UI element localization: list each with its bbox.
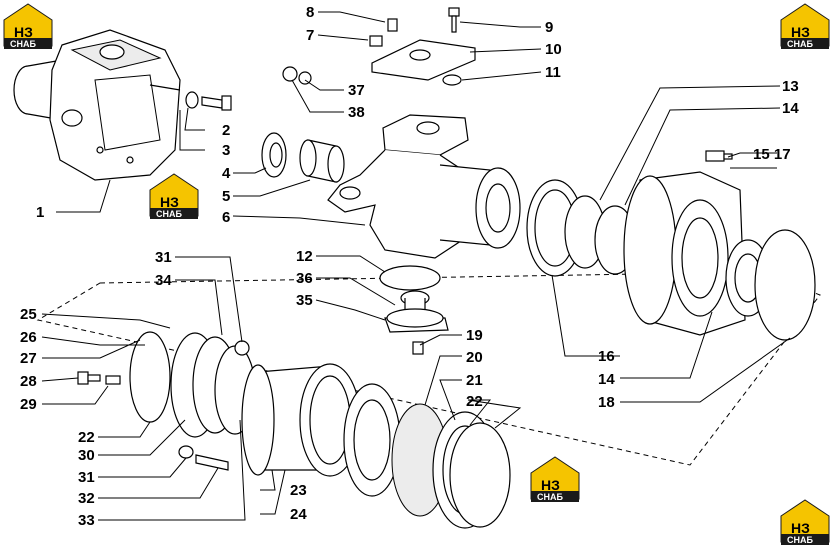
ring-37 [298,71,312,85]
o-ring-11 [442,74,462,86]
callout-22-right: 22 [466,393,483,410]
svg-text:СНАБ: СНАБ [156,209,182,219]
shim-12 [379,265,441,291]
callout-30: 30 [78,447,95,464]
washer-31-top [234,340,250,356]
fitting-19 [412,341,424,355]
seal-4 [261,132,287,178]
watermark-logo: НЗ СНАБ [780,499,830,545]
callout-26: 26 [20,329,37,346]
callout-20: 20 [466,349,483,366]
snap-ring-18 [754,229,816,341]
svg-text:НЗ: НЗ [791,24,810,40]
callout-21: 21 [466,372,483,389]
svg-text:НЗ: НЗ [541,477,560,493]
callout-38: 38 [348,104,365,121]
callout-7: 7 [306,27,314,44]
callout-5: 5 [222,188,230,205]
wheel-hub [623,171,746,336]
callout-22-left: 22 [78,429,95,446]
callout-3: 3 [222,142,230,159]
bushing-5 [299,139,345,183]
bolt-32 [178,445,229,471]
bolt-28 [77,371,101,385]
steering-knuckle [327,114,521,259]
callout-11: 11 [545,64,561,81]
callout-13: 13 [782,78,799,95]
leader-lines [41,11,791,521]
callout-14-bottom: 14 [598,371,615,388]
svg-text:НЗ: НЗ [791,520,810,536]
svg-text:СНАБ: СНАБ [787,535,813,545]
svg-text:СНАБ: СНАБ [787,39,813,49]
ring-gear-24 [241,363,361,477]
svg-text:СНАБ: СНАБ [537,492,563,502]
callout-10: 10 [545,41,562,58]
callout-19: 19 [466,327,483,344]
kingpin-36 [384,290,449,333]
callout-35: 35 [296,292,313,309]
callout-36: 36 [296,270,313,287]
callout-28: 28 [20,373,37,390]
svg-text:СНАБ: СНАБ [10,39,36,49]
callout-6: 6 [222,209,230,226]
studs-15-17 [705,150,733,162]
callout-24: 24 [290,506,307,523]
callout-29: 29 [20,396,37,413]
ring-22 [449,422,511,528]
callout-18: 18 [598,394,615,411]
callout-4: 4 [222,165,231,182]
bolt-2 [201,95,232,111]
watermark-logo: НЗ СНАБ [530,456,580,502]
grease-nipple-8 [387,18,398,32]
callout-27: 27 [20,350,37,367]
gear-23 [343,383,401,497]
callout-31-top: 31 [155,249,172,266]
callout-31-bottom: 31 [78,469,95,486]
callout-25: 25 [20,306,37,323]
callout-33: 33 [78,512,95,529]
fitting-7 [369,35,383,47]
callout-14-top: 14 [782,100,799,117]
callout-23: 23 [290,482,307,499]
callout-37: 37 [348,82,365,99]
callout-32: 32 [78,490,95,507]
watermark-logo: НЗ СНАБ [780,3,830,49]
callout-1: 1 [36,204,44,221]
callout-2: 2 [222,122,230,139]
watermark-logo: НЗ СНАБ [3,3,53,49]
plug-38 [282,66,298,82]
washer-3 [185,91,199,109]
watermark-logo: НЗ СНАБ [149,173,199,219]
bolt-9 [448,7,460,33]
svg-text:НЗ: НЗ [14,24,33,40]
callout-16: 16 [598,348,615,365]
callout-15-17: 15 17 [753,146,791,163]
cover-plate-10 [371,39,476,81]
spring-29 [105,375,121,385]
callout-9: 9 [545,19,553,36]
axle-housing [13,29,181,181]
callout-8: 8 [306,4,314,21]
callout-12: 12 [296,248,313,265]
svg-text:НЗ: НЗ [160,194,179,210]
callout-34: 34 [155,272,172,289]
